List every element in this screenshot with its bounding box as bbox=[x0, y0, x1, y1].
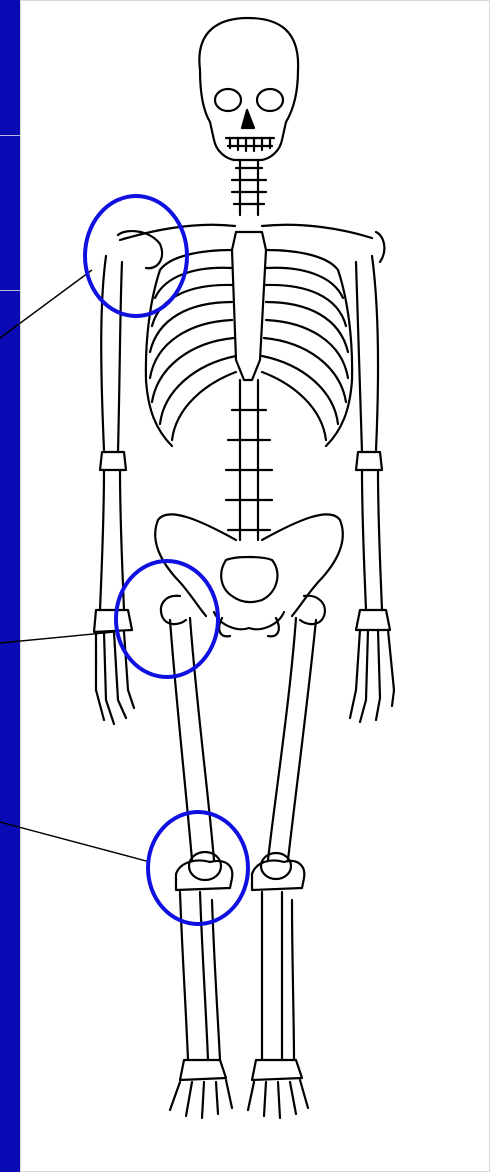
shoulder-highlight-circle bbox=[85, 196, 187, 316]
pelvis-drawing bbox=[155, 514, 343, 636]
cervical-spine-drawing bbox=[232, 160, 266, 215]
skull-drawing bbox=[199, 18, 298, 160]
knee-highlight-circle bbox=[148, 812, 248, 924]
shoulder-leader-line bbox=[0, 270, 92, 338]
sternum-drawing bbox=[232, 232, 266, 380]
right-leg-drawing bbox=[248, 596, 325, 1118]
left-leg-drawing bbox=[161, 596, 232, 1118]
rib-cage-left-drawing bbox=[146, 250, 236, 446]
knee-leader-line bbox=[0, 822, 150, 862]
hip-highlight-circle bbox=[116, 561, 218, 677]
lumbar-spine-drawing bbox=[226, 380, 272, 540]
rib-cage-right-drawing bbox=[262, 250, 352, 446]
right-arm-drawing bbox=[350, 256, 394, 722]
